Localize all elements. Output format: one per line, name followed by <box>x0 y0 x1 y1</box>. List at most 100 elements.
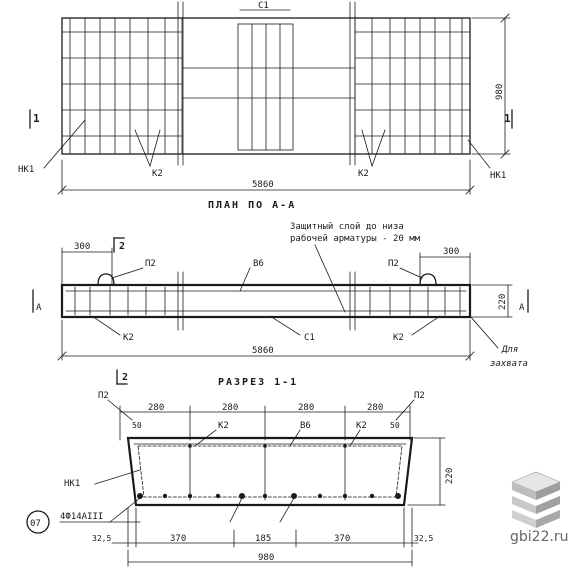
elevation-bar-bottom-leader <box>269 315 301 336</box>
section-dim-bottom-1: 32,5 <box>92 534 111 543</box>
cross-section-view: 280 280 280 280 П2 П2 50 50 <box>26 391 455 567</box>
elevation-view: Защитный слой до низа рабочей арматуры -… <box>32 222 529 388</box>
elevation-lift-note-2: захвата <box>490 359 528 369</box>
section-dims-bottom-line <box>111 507 419 567</box>
section-rebar-dots <box>137 444 401 499</box>
section-position: 07 <box>30 519 41 529</box>
elevation-dim-height-line <box>471 284 513 318</box>
elevation-mesh-right: К2 <box>393 333 404 343</box>
elevation-break-lines <box>177 271 356 331</box>
elevation-lift-note-1: Для <box>501 345 518 355</box>
elevation-section-mark: 2 <box>113 237 125 253</box>
section-vertical-ribs <box>133 443 407 501</box>
elevation-mesh-left-leader <box>91 315 121 336</box>
plan-mesh-left <box>61 17 183 155</box>
section-mesh-edge-leader <box>94 469 141 485</box>
elevation-dim-right-line <box>419 252 471 286</box>
plan-slab-outline <box>61 17 471 155</box>
elevation-end-mark-right-label: А <box>519 303 525 313</box>
plan-view: С1 1 1 НК1 К2 К2 НК1 5860 <box>18 1 513 211</box>
elevation-loop-left <box>97 273 115 286</box>
section-loop-left-leader <box>107 399 133 421</box>
section-position-circle <box>26 510 50 534</box>
elevation-bar-top: В6 <box>253 259 264 269</box>
section-mesh-leader-2 <box>349 429 361 447</box>
elevation-section-mark-label: 2 <box>119 241 125 252</box>
section-dim-top-1: 280 <box>148 403 164 413</box>
elevation-section-mark-lower: 2 <box>116 369 128 385</box>
elevation-loop-right-label: П2 <box>388 259 399 269</box>
elevation-dim-height: 220 <box>498 294 508 310</box>
elevation-section-mark-lower-label: 2 <box>122 372 128 383</box>
elevation-dim-right: 300 <box>443 247 459 257</box>
plan-section-mark-right-label: 1 <box>504 112 511 125</box>
section-cover-left: 50 <box>132 421 142 430</box>
section-rebar-leader-2 <box>229 497 243 523</box>
section-loop-right: П2 <box>414 391 425 401</box>
plan-mesh-label-1: НК1 <box>18 165 34 175</box>
section-dim-top-2: 280 <box>222 403 238 413</box>
elevation-loop-right-leader <box>399 267 423 279</box>
elevation-end-mark-left: А <box>32 289 42 313</box>
section-mesh-leader-1 <box>194 429 217 447</box>
elevation-end-mark-left-label: А <box>36 303 42 313</box>
plan-section-mark-left: 1 <box>29 109 40 129</box>
section-dims-top-line <box>119 405 411 441</box>
plan-section-mark-right: 1 <box>504 109 513 129</box>
plan-mesh-label-3: К2 <box>358 169 369 179</box>
section-mesh-edge: НК1 <box>64 479 80 489</box>
plan-mesh-center <box>181 23 356 151</box>
section-total: 980 <box>258 553 274 563</box>
section-mesh-label-2: К2 <box>356 421 367 431</box>
section-dim-bottom-3: 185 <box>255 534 271 544</box>
stacked-slabs-logo <box>511 471 561 528</box>
elevation-slab-outline <box>60 283 472 319</box>
elevation-dim-length: 5860 <box>252 346 274 356</box>
elevation-dim-left: 300 <box>74 242 90 252</box>
section-dim-height-line <box>407 437 446 506</box>
section-dim-bottom-2: 370 <box>170 534 186 544</box>
plan-mesh-label-4: НК1 <box>490 171 506 181</box>
elevation-note-line1: Защитный слой до низа <box>290 222 404 232</box>
section-outline <box>126 436 414 507</box>
plan-dim-width-line <box>471 13 511 159</box>
elevation-stirrups <box>65 286 467 316</box>
elevation-end-mark-right: А <box>519 289 529 313</box>
elevation-loop-left-leader <box>111 267 144 279</box>
elevation-bar-bottom: С1 <box>304 333 315 343</box>
elevation-note-line2: рабочей арматуры - 20 мм <box>290 233 421 244</box>
plan-leaders <box>43 119 491 169</box>
section-cover-right: 50 <box>390 421 400 430</box>
section-bar-label: В6 <box>300 421 311 431</box>
section-rebar-leader-3 <box>279 497 295 523</box>
plan-dim-length-line <box>57 159 475 195</box>
plan-mesh-label-2: К2 <box>152 169 163 179</box>
elevation-dim-length-line <box>57 319 475 361</box>
section-dim-top-4: 280 <box>367 403 383 413</box>
elevation-title: РАЗРЕЗ 1-1 <box>218 377 298 388</box>
plan-dim-length: 5860 <box>252 180 274 190</box>
watermark-text: gbi22.ru <box>510 529 569 545</box>
elevation-mesh-right-leader <box>411 315 441 336</box>
section-rebar-label: 4Ф14АIII <box>60 512 103 522</box>
section-bar-leader <box>289 429 301 447</box>
section-height: 220 <box>445 468 455 484</box>
elevation-note-leader <box>314 244 346 313</box>
section-inner-mesh <box>137 445 403 498</box>
section-dim-top-3: 280 <box>298 403 314 413</box>
section-dim-bottom-5: 32,5 <box>414 534 433 543</box>
section-loop-right-leader <box>395 399 415 421</box>
plan-mesh-right <box>354 17 471 155</box>
section-mesh-label-1: К2 <box>218 421 229 431</box>
plan-top-label: С1 <box>258 1 269 11</box>
section-loop-left: П2 <box>98 391 109 401</box>
elevation-loop-right <box>419 273 437 286</box>
plan-title: ПЛАН ПО А-А <box>208 200 296 211</box>
elevation-bar-top-leader <box>239 267 251 292</box>
elevation-mesh-left: К2 <box>123 333 134 343</box>
plan-section-mark-left-label: 1 <box>33 112 40 125</box>
plan-break-lines <box>177 1 356 166</box>
elevation-dim-left-line <box>61 247 113 286</box>
section-dim-bottom-4: 370 <box>334 534 350 544</box>
